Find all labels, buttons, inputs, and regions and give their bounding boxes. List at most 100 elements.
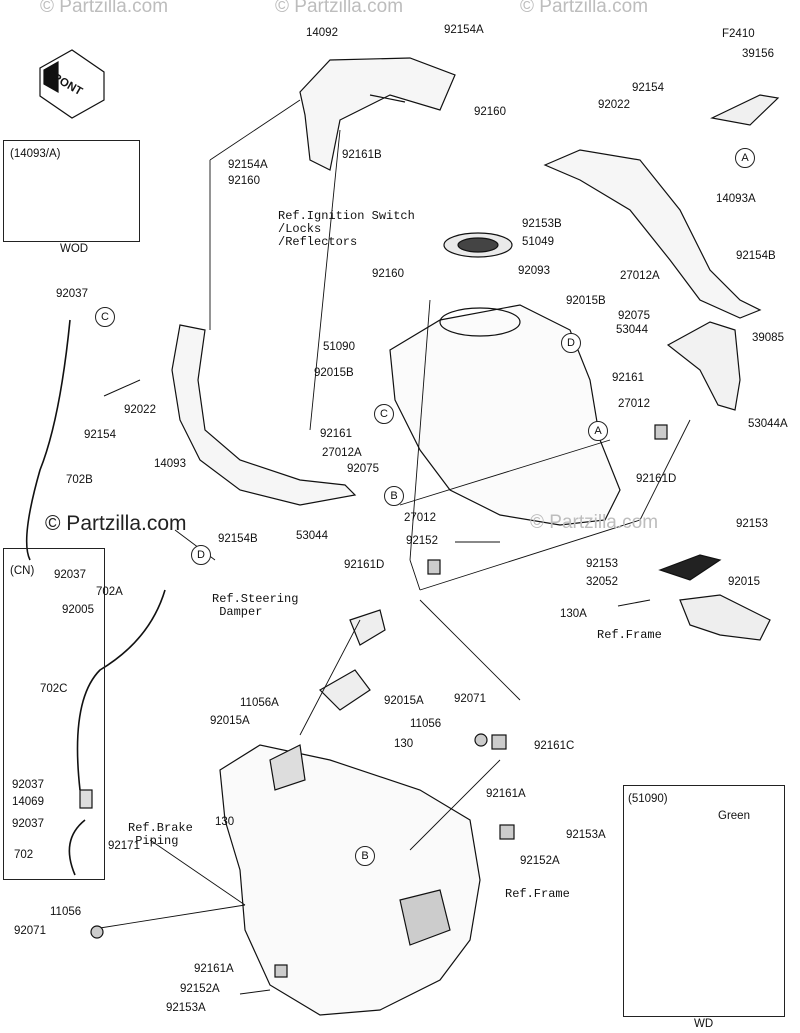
inset-cn (3, 548, 105, 880)
part-label: 92160 (474, 106, 506, 118)
part-label: 130 (394, 738, 414, 750)
ref-brake: Ref.Brake Piping (128, 821, 193, 848)
inset-wd-color: Green (718, 810, 750, 822)
part-label: 92161B (342, 149, 382, 161)
part-label: 702 (14, 849, 34, 861)
part-label: 92093 (518, 265, 550, 277)
watermark-4: © Partzilla.com (45, 512, 187, 535)
inset-cn-header: (CN) (10, 565, 35, 577)
part-label: 92022 (124, 404, 156, 416)
ref-frame-lower: Ref.Frame (505, 887, 570, 901)
inset-wod-header: (14093/A) (10, 148, 61, 160)
part-label: 92160 (228, 175, 260, 187)
tank-lower (219, 744, 481, 1016)
callout-c-2: C (374, 404, 394, 424)
part-label: 92071 (454, 693, 486, 705)
part-label: 11056 (50, 906, 82, 918)
part-label: 92015B (566, 295, 606, 307)
callout-c-1: C (95, 307, 115, 327)
part-label: 92161D (636, 473, 677, 485)
cover-14092 (299, 57, 456, 171)
part-label: 92153B (522, 218, 562, 230)
part-label: 92171 (108, 840, 140, 852)
part-label: 92154 (632, 82, 664, 94)
part-label: 92152A (180, 983, 220, 995)
inset-wd (623, 785, 785, 1017)
inset-wod (3, 140, 140, 242)
part-label: 92037 (12, 779, 44, 791)
inset-wd-header: (51090) (628, 793, 668, 805)
part-label: 32052 (586, 576, 618, 588)
part-label: 130A (560, 608, 587, 620)
part-label: 92152 (406, 535, 438, 547)
part-label: 39085 (752, 332, 784, 344)
part-label: 92154 (84, 429, 116, 441)
part-label: 92161A (486, 788, 526, 800)
side-cover-14093a (543, 149, 762, 319)
callout-a-1: A (735, 148, 755, 168)
part-label: 51049 (522, 236, 554, 248)
part-label: 92154B (736, 250, 776, 262)
fuel-tank (389, 304, 621, 526)
part-label: 92037 (54, 569, 86, 581)
part-label: 27012 (404, 512, 436, 524)
callout-a-2: A (588, 421, 608, 441)
part-label: 92154B (218, 533, 258, 545)
part-label: 92161A (194, 963, 234, 975)
part-label: 92075 (347, 463, 379, 475)
ref-frame-upper: Ref.Frame (597, 628, 662, 642)
part-label: 92037 (56, 288, 88, 300)
part-label: 702C (40, 683, 68, 695)
part-label: 14069 (12, 796, 44, 808)
part-label: 27012A (620, 270, 660, 282)
part-label: 27012A (322, 447, 362, 459)
part-label: 14093 (154, 458, 186, 470)
side-cover-14093 (171, 324, 357, 506)
inset-wod-footer: WOD (60, 243, 89, 255)
part-label: 92153A (166, 1002, 206, 1014)
watermark-2: © Partzilla.com (275, 0, 404, 17)
part-label: 11056 (410, 718, 442, 730)
part-label: 92015 (728, 576, 760, 588)
front-arrow-icon (39, 49, 105, 119)
part-label: 92161 (320, 428, 352, 440)
ref-ignition: Ref.Ignition Switch /Locks /Reflectors (278, 209, 415, 249)
callout-b-1: B (384, 486, 404, 506)
part-label: 53044 (616, 324, 648, 336)
ref-steering: Ref.Steering Damper (212, 592, 299, 619)
callout-d-2: D (191, 545, 211, 565)
part-label: 92161D (344, 559, 385, 571)
part-label: 53044 (296, 530, 328, 542)
part-label: 92161 (612, 372, 644, 384)
part-label: 53044A (748, 418, 788, 430)
part-label: 11056A (240, 697, 279, 709)
part-label: 702B (66, 474, 93, 486)
watermark-5: © Partzilla.com (530, 512, 659, 533)
part-label: 51090 (323, 341, 355, 353)
part-label: 92037 (12, 818, 44, 830)
watermark-3: © Partzilla.com (520, 0, 649, 17)
revision-code: F2410 (722, 28, 755, 40)
part-label: 92153 (736, 518, 768, 530)
part-label: 92015A (210, 715, 250, 727)
watermark-1: © Partzilla.com (40, 0, 169, 17)
part-label: 92015B (314, 367, 354, 379)
part-label: 702A (96, 586, 123, 598)
part-label: 92071 (14, 925, 46, 937)
part-label: 130 (215, 816, 235, 828)
part-label: 92152A (520, 855, 560, 867)
inset-wd-footer: WD (694, 1018, 714, 1030)
part-label: 92005 (62, 604, 94, 616)
part-label: 14092 (306, 27, 338, 39)
part-label: 39156 (742, 48, 774, 60)
part-label: 92153 (586, 558, 618, 570)
part-label: 27012 (618, 398, 650, 410)
part-label: 92161C (534, 740, 575, 752)
part-label: 92075 (618, 310, 650, 322)
part-label: 92022 (598, 99, 630, 111)
part-label: 92015A (384, 695, 424, 707)
callout-d-1: D (561, 333, 581, 353)
part-label: 92154A (444, 24, 484, 36)
